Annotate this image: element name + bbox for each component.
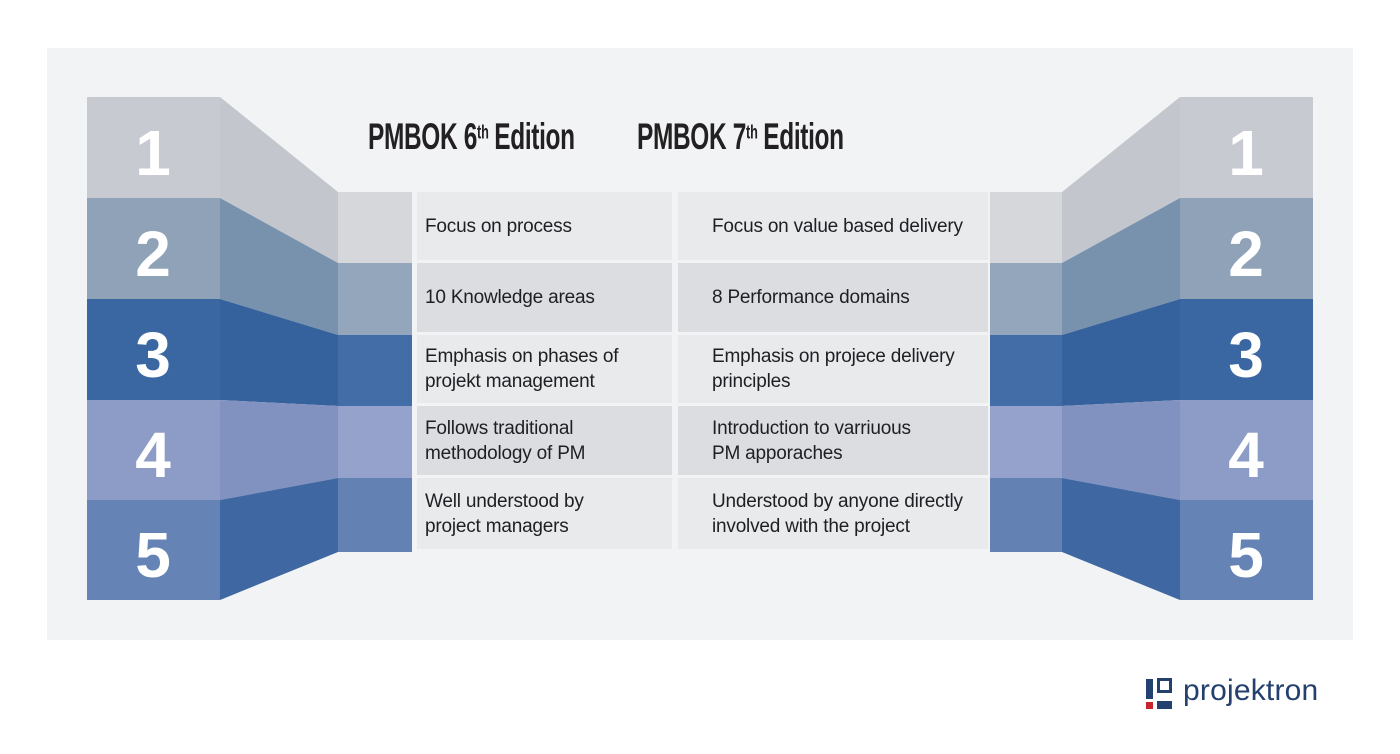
left-band-1-block — [87, 97, 220, 198]
left-band-2-fold — [220, 198, 338, 335]
left-band-4-strip — [338, 406, 412, 478]
right-band-2-strip — [990, 263, 1062, 335]
row-text-line: projekt management — [425, 371, 595, 392]
left-band-4-number: 4 — [135, 419, 171, 491]
right-band-1-number: 1 — [1228, 117, 1264, 189]
row-text-line: PM apporaches — [712, 442, 843, 464]
left-band-4-fold — [220, 400, 338, 500]
right-funnel: 1 2 3 4 5 — [990, 97, 1313, 600]
projektron-logo-icon — [1146, 678, 1174, 711]
projektron-logo-text: projektron — [1183, 674, 1319, 707]
pmbok7-row-4: Introduction to varriuous PM apporaches — [678, 406, 988, 475]
left-band-2-block — [87, 198, 220, 299]
pmbok6-row-5: Well understood by project managers — [417, 478, 672, 549]
right-band-1-block — [1180, 97, 1313, 198]
left-band-1-number: 1 — [135, 117, 171, 189]
logo-outline-square — [1157, 678, 1172, 693]
left-band-1-strip — [338, 192, 412, 263]
left-band-4-block — [87, 400, 220, 500]
left-band-3-strip — [338, 335, 412, 406]
right-band-4-fold — [1062, 400, 1180, 500]
left-band-5-number: 5 — [135, 519, 171, 591]
right-band-3-block — [1180, 299, 1313, 400]
right-band-3-number: 3 — [1228, 319, 1264, 391]
left-funnel: 1 2 3 4 5 — [87, 97, 412, 600]
right-band-5-number: 5 — [1228, 519, 1264, 591]
right-band-2-number: 2 — [1228, 218, 1264, 290]
pmbok7-row-5: Understood by anyone directly involved wi… — [678, 478, 988, 549]
right-band-5-strip — [990, 478, 1062, 552]
pmbok7-header-suffix: Edition — [763, 116, 844, 157]
pmbok6-header-superscript: th — [476, 122, 489, 144]
row-text-line: involved with the project — [712, 515, 910, 537]
row-text-line: Introduction to varriuous — [712, 417, 911, 439]
row-text-line: methodology of PM — [425, 442, 586, 464]
row-text-line: 10 Knowledge areas — [425, 287, 595, 308]
projektron-logo: projektron — [1146, 672, 1356, 717]
row-text-line: 8 Performance domains — [712, 287, 910, 308]
pmbok7-header-prefix: PMBOK 7 — [637, 116, 746, 157]
pmbok6-header-suffix: Edition — [494, 116, 575, 157]
right-band-3-strip — [990, 335, 1062, 406]
pmbok6-row-4: Follows traditional methodology of PM — [417, 406, 672, 475]
left-band-5-strip — [338, 478, 412, 552]
right-band-4-strip — [990, 406, 1062, 478]
pmbok7-row-1: Focus on value based delivery — [678, 192, 988, 260]
logo-bottom-bar — [1157, 701, 1172, 709]
pmbok6-row-2: 10 Knowledge areas — [417, 263, 672, 332]
pmbok6-header-prefix: PMBOK 6 — [368, 116, 477, 157]
right-band-1-fold — [1062, 97, 1180, 263]
row-text-line: Emphasis on phases of — [425, 346, 619, 367]
right-band-5-block — [1180, 500, 1313, 600]
left-band-5-fold — [220, 478, 338, 600]
left-band-1-fold — [220, 97, 338, 263]
left-band-2-number: 2 — [135, 218, 171, 290]
row-text-line: Well understood by — [425, 490, 584, 512]
logo-red-square — [1146, 702, 1153, 709]
row-text-line: Emphasis on projece delivery — [712, 346, 955, 367]
row-text-line: Focus on value based delivery — [712, 215, 963, 237]
left-band-3-block — [87, 299, 220, 400]
row-text-line: principles — [712, 371, 791, 392]
left-band-5-block — [87, 500, 220, 600]
pmbok7-header-superscript: th — [745, 122, 758, 144]
right-band-5-fold — [1062, 478, 1180, 600]
pmbok7-row-2: 8 Performance domains — [678, 263, 988, 332]
row-text-line: Focus on process — [425, 215, 572, 237]
row-text-line: Understood by anyone directly — [712, 490, 963, 512]
right-band-2-block — [1180, 198, 1313, 299]
right-band-3-fold — [1062, 299, 1180, 406]
right-band-4-block — [1180, 400, 1313, 500]
pmbok6-row-3: Emphasis on phases of projekt management — [417, 335, 672, 403]
right-band-2-fold — [1062, 198, 1180, 335]
left-band-3-number: 3 — [135, 319, 171, 391]
right-band-1-strip — [990, 192, 1062, 263]
left-band-2-strip — [338, 263, 412, 335]
pmbok6-row-1: Focus on process — [417, 192, 672, 260]
pmbok7-row-3: Emphasis on projece delivery principles — [678, 335, 988, 403]
right-band-4-number: 4 — [1228, 419, 1264, 491]
left-band-3-fold — [220, 299, 338, 406]
row-text-line: project managers — [425, 515, 569, 537]
row-text-line: Follows traditional — [425, 417, 574, 439]
logo-vertical-bar — [1146, 679, 1153, 699]
